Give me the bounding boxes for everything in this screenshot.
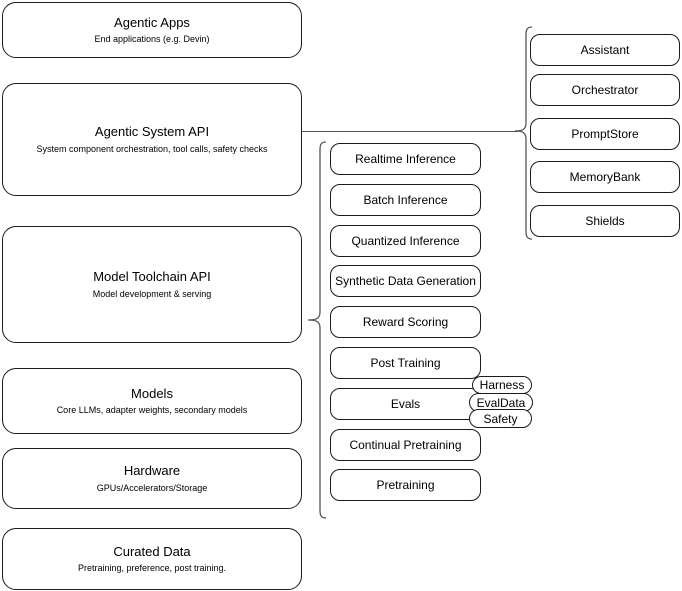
stack-layer-hardware[interactable]: Hardware GPUs/Accelerators/Storage bbox=[2, 448, 302, 509]
capability-label: Evals bbox=[390, 396, 421, 411]
stack-layer-title: Hardware bbox=[123, 463, 181, 479]
system-component-promptstore[interactable]: PromptStore bbox=[530, 118, 680, 150]
capability-pretraining[interactable]: Pretraining bbox=[330, 469, 481, 501]
stack-layer-subtitle: GPUs/Accelerators/Storage bbox=[96, 482, 208, 493]
stack-layer-agentic-system-api[interactable]: Agentic System API System component orch… bbox=[2, 83, 302, 196]
system-component-label: Orchestrator bbox=[571, 82, 639, 97]
stack-layer-title: Agentic System API bbox=[94, 124, 210, 140]
capability-label: Reward Scoring bbox=[362, 314, 449, 329]
stack-layer-title: Model Toolchain API bbox=[93, 269, 211, 285]
capability-evals[interactable]: Evals bbox=[330, 388, 481, 420]
system-component-label: MemoryBank bbox=[569, 169, 641, 184]
capability-label: Realtime Inference bbox=[355, 151, 456, 166]
stack-layer-models[interactable]: Models Core LLMs, adapter weights, secon… bbox=[2, 368, 302, 434]
stack-layer-title: Models bbox=[131, 385, 173, 401]
system-component-label: Assistant bbox=[580, 42, 630, 57]
stack-layer-curated-data[interactable]: Curated Data Pretraining, preference, po… bbox=[2, 528, 302, 590]
capability-synthetic-data-generation[interactable]: Synthetic Data Generation bbox=[330, 265, 481, 297]
system-component-orchestrator[interactable]: Orchestrator bbox=[530, 74, 680, 106]
system-component-shields[interactable]: Shields bbox=[530, 205, 680, 237]
capability-post-training[interactable]: Post Training bbox=[330, 347, 481, 379]
capability-reward-scoring[interactable]: Reward Scoring bbox=[330, 306, 481, 338]
capability-label: Pretraining bbox=[376, 477, 435, 492]
stack-layer-title: Agentic Apps bbox=[114, 14, 190, 30]
brace-toolchain-capabilities bbox=[306, 140, 328, 520]
evals-chip-label: Harness bbox=[479, 378, 525, 392]
stack-layer-subtitle: Core LLMs, adapter weights, secondary mo… bbox=[56, 405, 248, 415]
capability-quantized-inference[interactable]: Quantized Inference bbox=[330, 225, 481, 257]
stack-layer-model-toolchain-api[interactable]: Model Toolchain API Model development & … bbox=[2, 226, 302, 343]
connector-system-api-to-components bbox=[302, 131, 518, 132]
stack-layer-subtitle: Model development & serving bbox=[92, 288, 212, 299]
evals-chip-label: EvalData bbox=[476, 395, 526, 410]
capability-label: Quantized Inference bbox=[351, 233, 460, 248]
stack-layer-title: Curated Data bbox=[113, 543, 191, 559]
system-component-label: PromptStore bbox=[571, 126, 639, 141]
system-component-label: Shields bbox=[585, 213, 625, 228]
capability-batch-inference[interactable]: Batch Inference bbox=[330, 184, 481, 216]
capability-label: Batch Inference bbox=[363, 192, 448, 207]
capability-realtime-inference[interactable]: Realtime Inference bbox=[330, 143, 481, 175]
capability-label: Continual Pretraining bbox=[349, 437, 462, 452]
system-component-assistant[interactable]: Assistant bbox=[530, 34, 680, 66]
stack-layer-subtitle: End applications (e.g. Devin) bbox=[94, 34, 210, 44]
stack-layer-agentic-apps[interactable]: Agentic Apps End applications (e.g. Devi… bbox=[2, 2, 302, 58]
capability-label: Synthetic Data Generation bbox=[335, 273, 476, 288]
capability-continual-pretraining[interactable]: Continual Pretraining bbox=[330, 429, 481, 461]
evals-chip-harness[interactable]: Harness bbox=[472, 376, 532, 394]
stack-layer-subtitle: System component orchestration, tool cal… bbox=[36, 143, 268, 154]
system-component-memorybank[interactable]: MemoryBank bbox=[530, 161, 680, 193]
capability-label: Post Training bbox=[370, 355, 441, 370]
evals-chip-label: Safety bbox=[483, 411, 518, 426]
evals-chip-safety[interactable]: Safety bbox=[469, 409, 532, 428]
stack-layer-subtitle: Pretraining, preference, post training. bbox=[77, 563, 227, 573]
